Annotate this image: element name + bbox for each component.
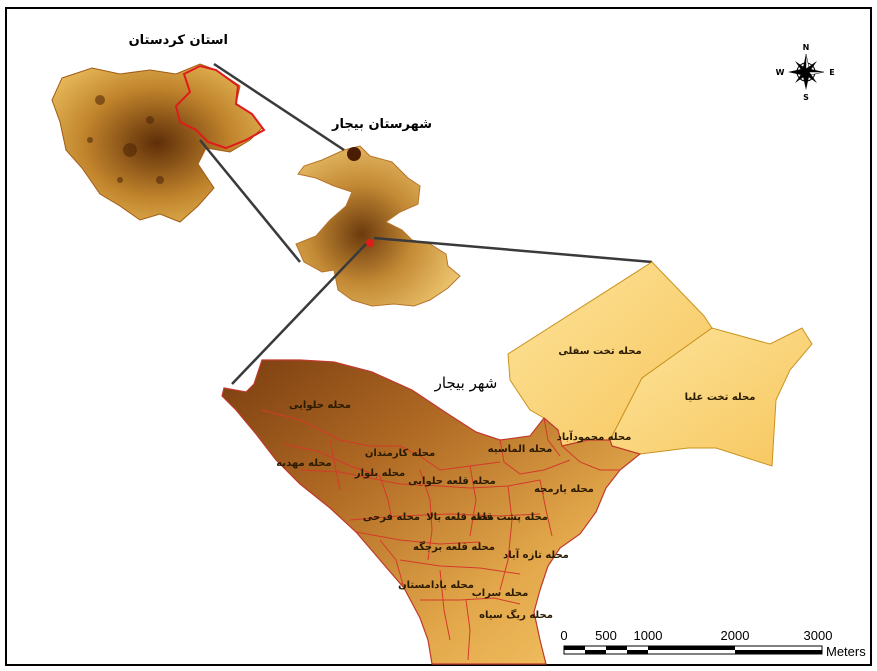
label-posht-ghaleh: محله پشت قلعه bbox=[471, 512, 548, 523]
neighborhood-labels: محله تخت سفلی محله تخت علیا محله حلوایی … bbox=[276, 346, 755, 621]
label-halvaei: محله حلوایی bbox=[289, 400, 351, 411]
city-label: شهر بیجار bbox=[434, 374, 498, 392]
county-label: شهرستان بیجار bbox=[331, 117, 432, 132]
east-label: E bbox=[829, 68, 834, 77]
label-almasieh: محله الماسیه bbox=[488, 444, 553, 455]
scale-bar: 0 500 1000 2000 3000 Meters bbox=[552, 622, 868, 662]
scale-unit: Meters bbox=[826, 644, 866, 659]
label-farhi: محله فرحی bbox=[363, 512, 420, 523]
label-karmandan: محله کارمندان bbox=[365, 448, 435, 459]
scale-tick-1000: 1000 bbox=[634, 628, 663, 643]
label-mahdieh: محله مهدیه bbox=[276, 458, 331, 469]
label-takht-sofla: محله تخت سفلی bbox=[558, 346, 641, 357]
label-ghaleh-halvaei: محله قلعه حلوایی bbox=[408, 476, 496, 487]
label-rig-siah: محله ریگ سیاه bbox=[479, 609, 553, 621]
scale-tick-2000: 2000 bbox=[721, 628, 750, 643]
label-mahmoudabad: محله محمودآباد bbox=[557, 430, 632, 443]
label-bolvar: محله بلوار bbox=[354, 468, 405, 479]
scale-tick-500: 500 bbox=[595, 628, 617, 643]
label-tazeh-abad: محله تازه آباد bbox=[503, 548, 569, 561]
label-sarab: محله سراب bbox=[472, 588, 529, 599]
connector-lines bbox=[199, 62, 653, 385]
north-label: N bbox=[803, 43, 810, 52]
label-takht-olya: محله تخت علیا bbox=[685, 392, 756, 403]
scale-tick-3000: 3000 bbox=[804, 628, 833, 643]
north-arrow-icon: N S E W bbox=[776, 43, 835, 102]
province-label: استان کردستان bbox=[129, 33, 228, 48]
label-ghaleh-bala: محله قلعه بالا bbox=[426, 512, 494, 523]
county-inset bbox=[295, 145, 461, 307]
label-ghaleh-borjgeh: محله قلعه برجگه bbox=[413, 540, 495, 553]
city-map bbox=[221, 261, 813, 665]
scale-tick-0: 0 bbox=[560, 628, 567, 643]
south-label: S bbox=[803, 93, 809, 102]
label-yarmajeh: محله یارمجه bbox=[534, 484, 594, 495]
province-inset bbox=[51, 63, 266, 223]
west-label: W bbox=[776, 68, 785, 77]
label-badamestan: محله بادامستان bbox=[398, 580, 474, 591]
